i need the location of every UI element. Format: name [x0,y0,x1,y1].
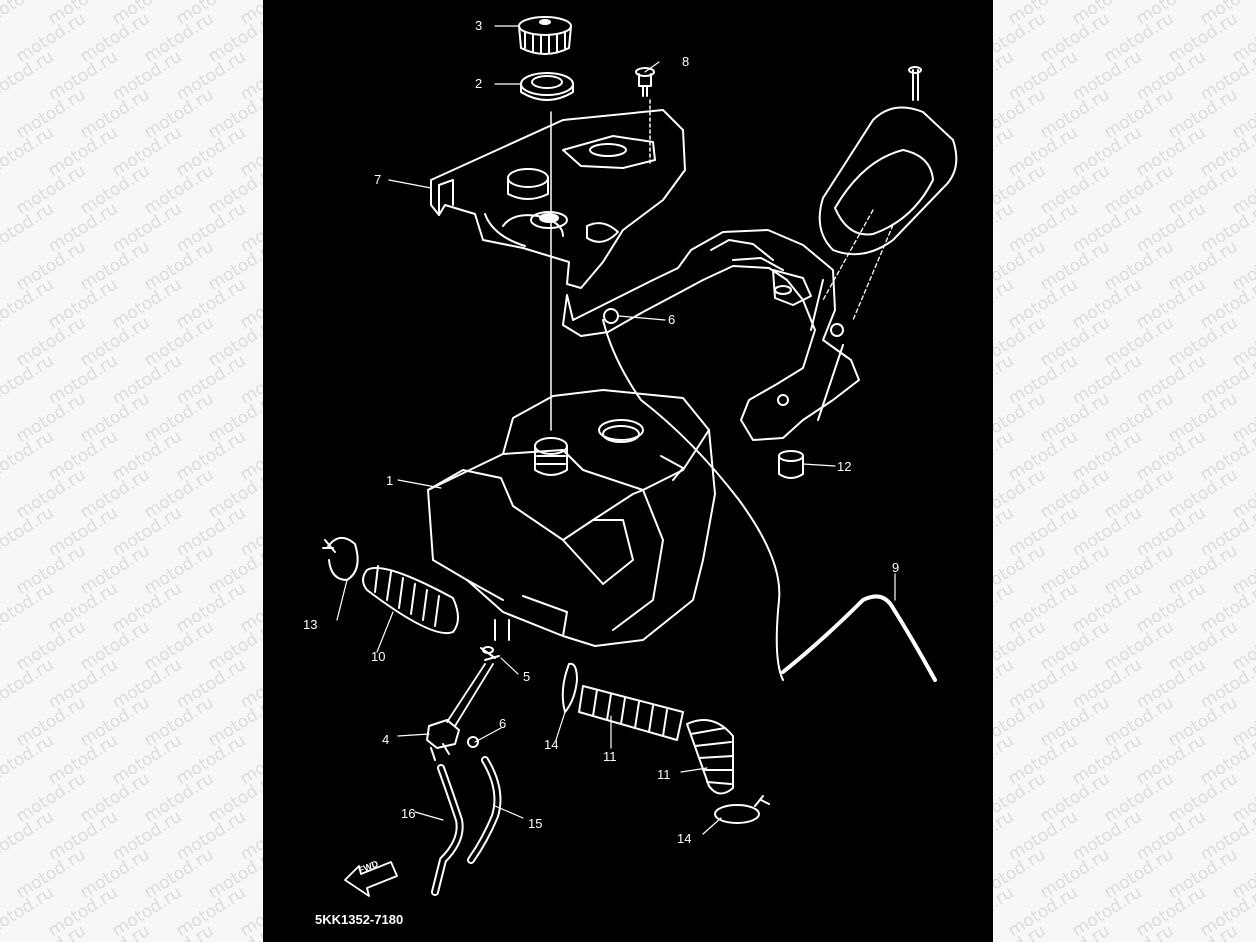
callout-1: 1 [386,473,394,488]
fuel-hose-16-core [433,766,462,894]
vent-grommet [602,308,784,681]
fuel-hose-15-core [469,758,500,862]
callout-11: 11 [657,767,671,782]
callout-10: 10 [371,649,386,664]
callout-12: 12 [837,459,852,474]
overflow-hose [781,594,937,682]
hose-clip [561,662,578,713]
fwd-arrow-icon [344,861,398,897]
callout-2: 2 [475,76,483,91]
exploded-parts-diagram: 3 2 8 7 6 1 12 9 13 10 5 4 6 14 11 11 16… [263,0,993,942]
callout-11: 11 [603,749,617,764]
tank-cover [430,109,686,289]
callout-16: 16 [401,806,416,821]
callout-14: 14 [677,831,692,846]
filler-cap [518,16,572,55]
callout-6: 6 [668,312,676,327]
callout-15: 15 [528,816,543,831]
part-code: 5KK1352-7180 [315,912,404,927]
hose-clip [322,537,359,581]
bolt [635,67,655,97]
cap-gasket [520,72,574,101]
leader-lines [336,25,896,835]
corrugated-hose [686,719,734,795]
callout-4: 4 [382,732,390,747]
damper [778,450,804,479]
corrugated-hose [578,685,684,741]
frame-bracket [562,229,860,441]
callout-3: 3 [475,18,483,33]
fuel-tank [427,389,716,647]
hose-clip [714,795,770,824]
side-pad [818,66,958,321]
callout-13: 13 [303,617,318,632]
pipe-fitting [446,646,500,727]
boot [362,565,459,634]
callout-5: 5 [523,669,531,684]
callout-7: 7 [374,172,382,187]
callout-14: 14 [544,737,559,752]
callout-9: 9 [892,560,900,575]
diagram-drawing [322,16,958,897]
fuel-cock [426,719,479,761]
callout-8: 8 [682,54,690,69]
callout-6: 6 [499,716,507,731]
